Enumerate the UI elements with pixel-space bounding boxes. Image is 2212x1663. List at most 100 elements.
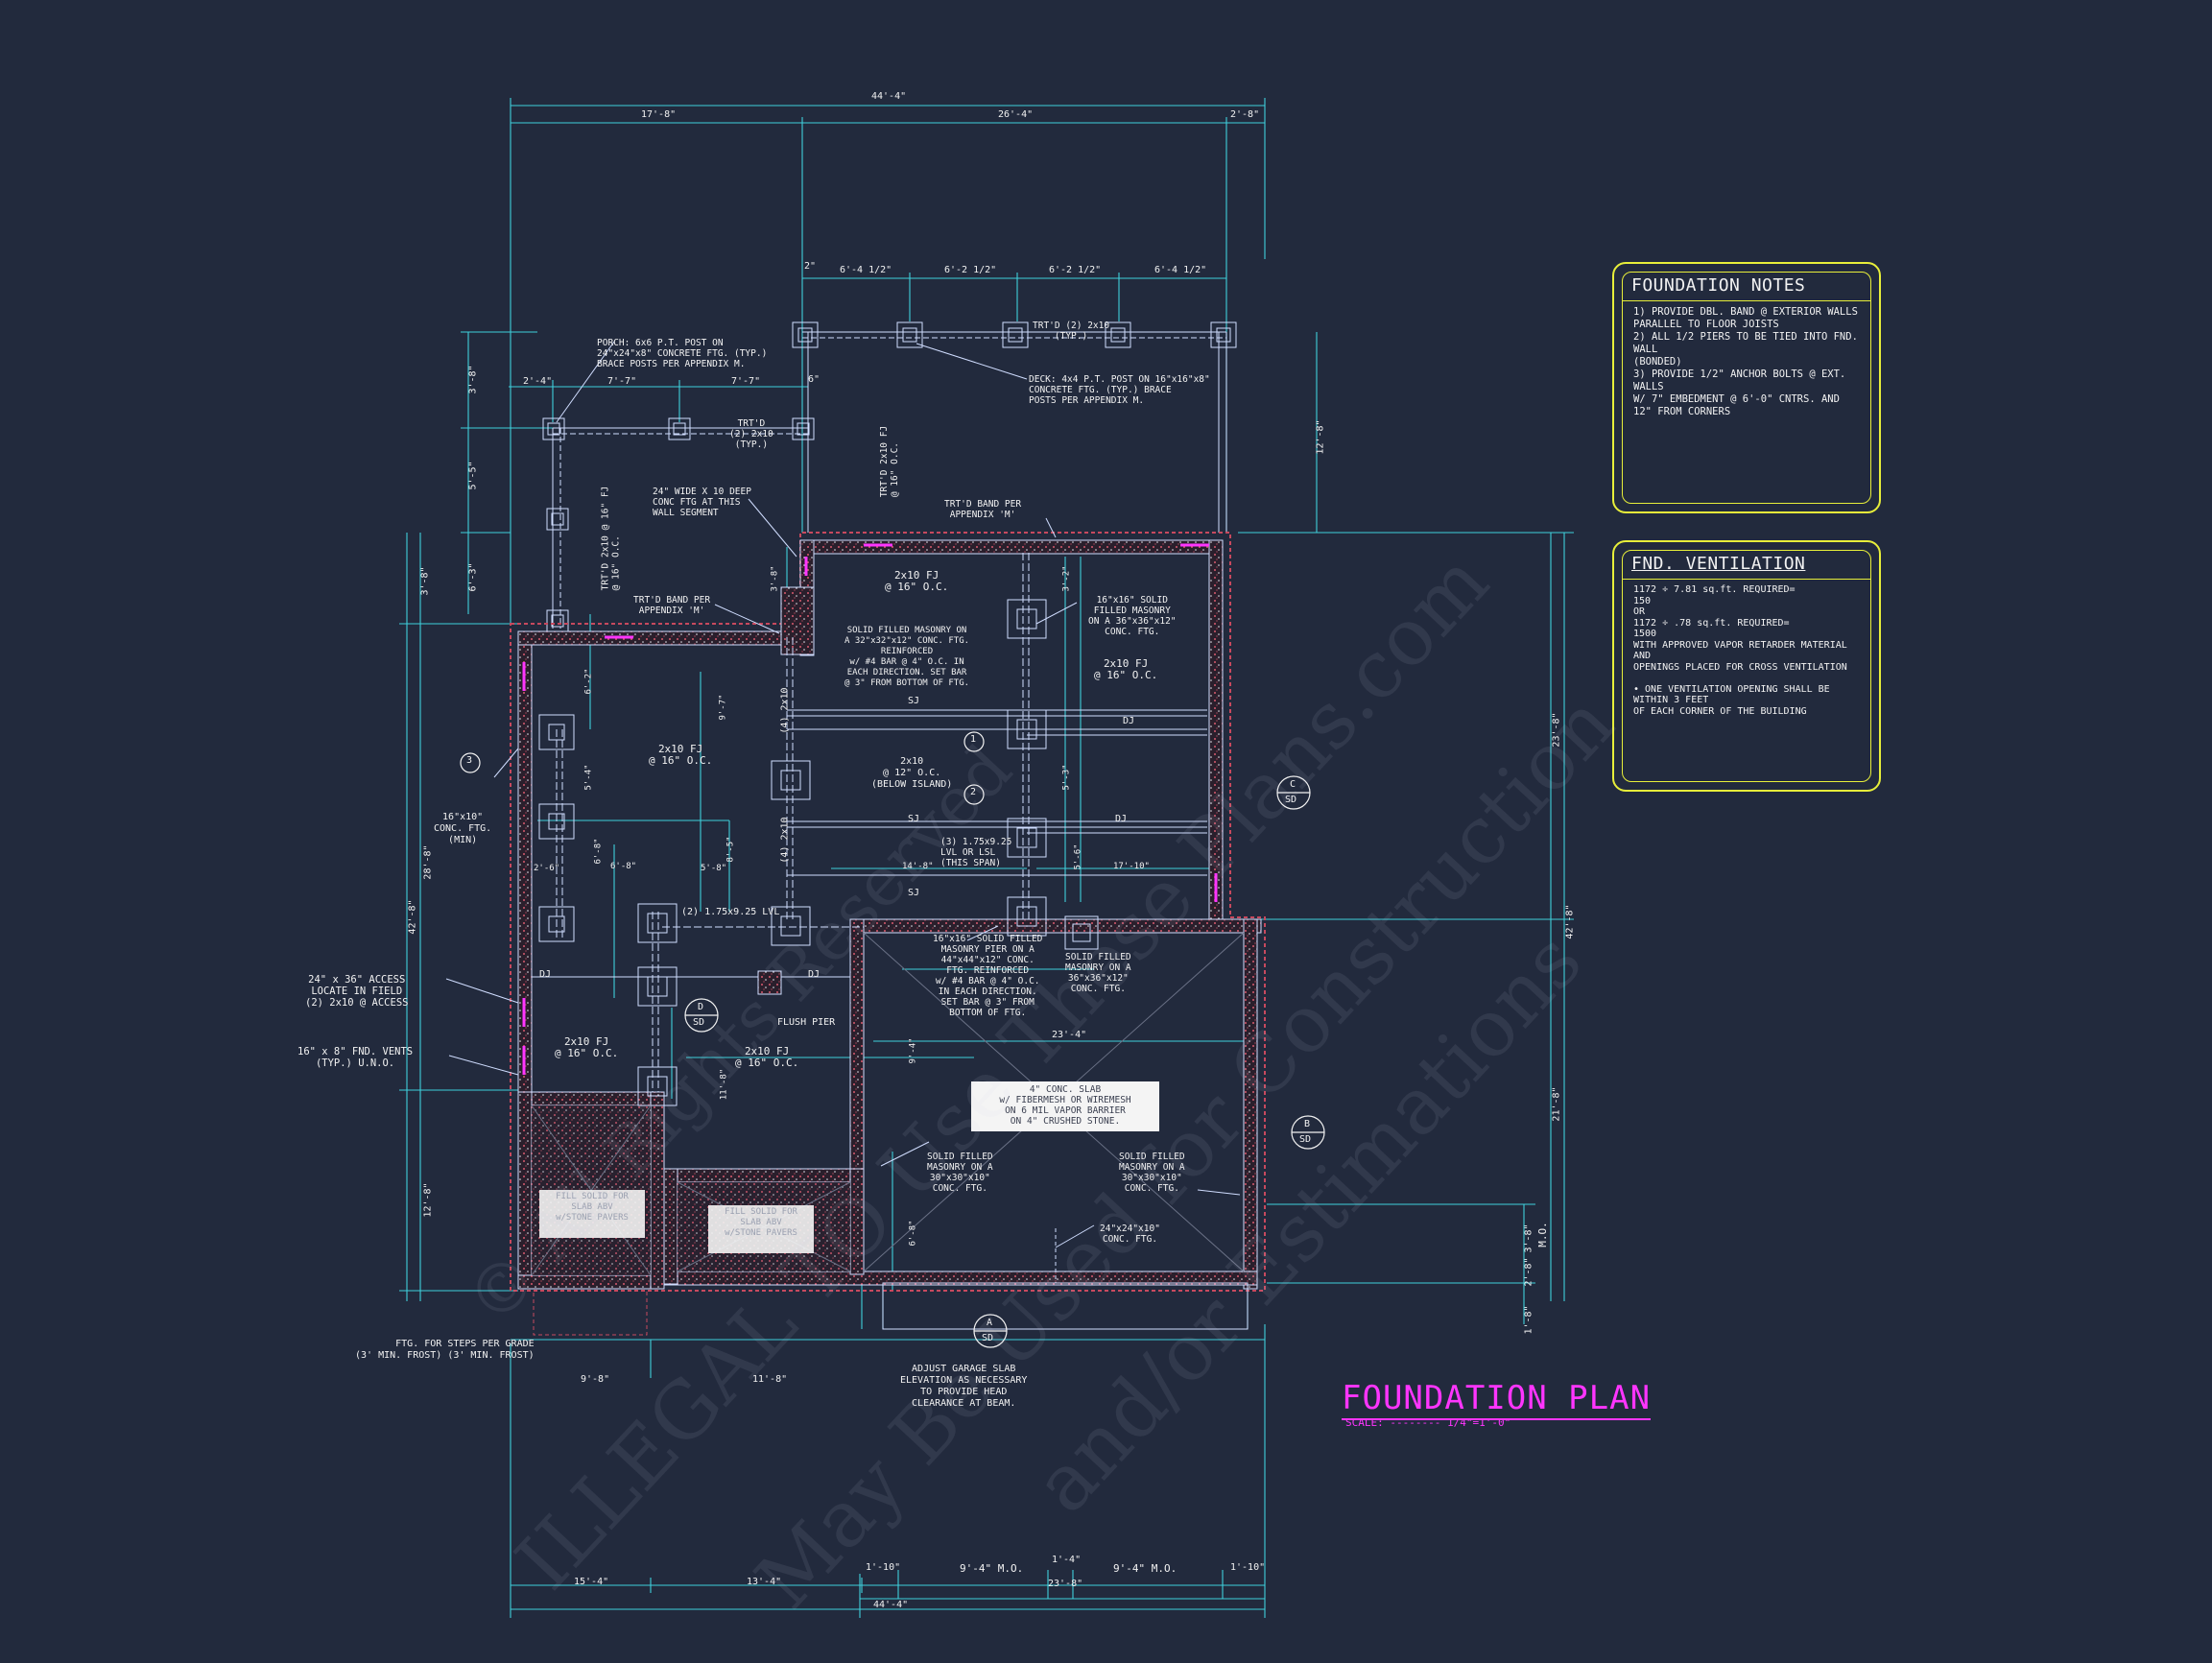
dim-bot-7: 9'-4" M.O.	[1113, 1562, 1177, 1575]
dim-bot-1: 15'-4"	[574, 1577, 609, 1587]
dim-left-f: 12'-8"	[422, 1182, 434, 1218]
label-solid-masonry-top: SOLID FILLED MASONRY ON A 32"x32"x12" CO…	[844, 626, 970, 688]
section-a-sheet: SD	[982, 1333, 994, 1343]
dim-right-overall: 42'-8"	[1564, 904, 1576, 939]
label-steps: FTG. FOR STEPS PER GRADE (3' MIN. FROST)…	[355, 1339, 535, 1361]
label-flush-pier: FLUSH PIER	[777, 1017, 836, 1028]
label-beam-a: (4) 2x10	[779, 687, 791, 734]
label-lvl-2: (2) 1.75x9.25 LVL	[681, 907, 780, 917]
callout-3: 3	[466, 755, 473, 766]
label-deck-post: DECK: 4x4 P.T. POST ON 16"x16"x8" CONCRE…	[1029, 374, 1210, 406]
dim-deck-d: 6'-4 1/2"	[1154, 265, 1207, 275]
dim-right-e: 1'-8"	[1523, 1305, 1534, 1335]
plan-title: FOUNDATION PLAN	[1342, 1379, 1652, 1420]
dim-int-6: 8'-5"	[725, 836, 736, 863]
label-trtd-vert-a: TRT'D 2x10 FJ @ 16" O.C.	[879, 425, 901, 498]
label-vents: 16" x 8" FND. VENTS (TYP.) U.N.O.	[297, 1046, 414, 1069]
dim-porch-c: 7'-7"	[731, 376, 761, 387]
dim-deck-a: 6'-4 1/2"	[840, 265, 892, 275]
dim-int-12: 5'-3"	[1061, 764, 1072, 791]
label-trtd-vert-b: TRT'D 2x10 @ 16" FJ @ 16" O.C.	[600, 486, 622, 591]
dim-deck-b: 6'-2 1/2"	[944, 265, 997, 275]
label-masonry-36: SOLID FILLED MASONRY ON A 36"x36"x12" CO…	[1065, 952, 1131, 994]
dim-int-3: 6'-8"	[610, 862, 637, 871]
dim-top-left: 17'-8"	[641, 109, 677, 120]
fill-note-box-b	[708, 1205, 814, 1253]
dim-int-16: 6'-8"	[908, 1220, 918, 1247]
interior-framing	[445, 341, 1249, 1336]
section-c-sheet: SD	[1285, 795, 1297, 805]
label-fj-top: 2x10 FJ @ 16" O.C.	[885, 569, 949, 593]
label-fill-b: FILL SOLID FOR SLAB ABV w/STONE PAVERS	[725, 1207, 797, 1238]
foundation-notes-title: FOUNDATION NOTES	[1631, 275, 1806, 296]
dim-right-d: 2'-8"	[1523, 1257, 1534, 1287]
dim-left-c: 6'-3"	[467, 562, 479, 592]
dim-mo-right: M.O.	[1535, 1222, 1549, 1247]
label-dj-4: DJ	[808, 969, 821, 980]
label-fj-bottom: 2x10 FJ @ 16" O.C.	[735, 1045, 799, 1069]
label-fj-right: 2x10 FJ @ 16" O.C.	[1094, 657, 1158, 681]
dimension-lines	[399, 98, 1574, 1618]
dim-int-17: 5'-6"	[1073, 843, 1083, 870]
label-porch-post: PORCH: 6x6 P.T. POST ON 24"x24"x8" CONCR…	[597, 338, 768, 369]
dim-bot-8: 1'-10"	[1230, 1562, 1266, 1573]
label-sj-1: SJ	[908, 696, 920, 706]
ventilation-title: FND. VENTILATION	[1631, 554, 1806, 574]
foundation-notes-panel: FOUNDATION NOTES 1) PROVIDE DBL. BAND @ …	[1612, 262, 1881, 513]
dim-porch-a: 2'-4"	[523, 376, 553, 387]
plan-scale: SCALE: -------- 1/4"=1'-0"	[1345, 1416, 1511, 1429]
dim-bot-4: 1'-10"	[866, 1562, 901, 1573]
label-pier-16: 16"x16" SOLID FILLED MASONRY ON A 36"x36…	[1088, 595, 1177, 637]
label-fj-island: 2x10 @ 12" O.C. (BELOW ISLAND)	[871, 756, 953, 790]
dim-right-c: 3'-8"	[1523, 1223, 1534, 1253]
section-c-letter: C	[1290, 779, 1296, 790]
dim-right-b: 21'-8"	[1551, 1086, 1562, 1122]
dim-int-11: 3'-2"	[1061, 565, 1072, 592]
dim-int-1: 14'-8"	[902, 862, 934, 871]
dim-int-13: 6'-8"	[593, 838, 604, 865]
label-conc-ftg: 16"x10" CONC. FTG. (MIN)	[434, 812, 492, 845]
label-dj-1: DJ	[1123, 716, 1135, 726]
label-masonry-left: SOLID FILLED MASONRY ON A 30"x30"x10" CO…	[927, 1152, 993, 1194]
label-band-right: TRT'D BAND PER APPENDIX 'M'	[944, 499, 1022, 520]
dim-left-d: 3'-8"	[419, 566, 431, 596]
dim-bot-3: 23'-8"	[1048, 1579, 1083, 1589]
foundation-notes-rule	[1622, 300, 1871, 301]
ventilation-frame	[1622, 550, 1871, 782]
label-trtd-top: TRT'D (2) 2x10 (TYP.)	[1033, 321, 1110, 342]
dim-int-2: 17'-10"	[1113, 862, 1150, 871]
dim-bot-6: 1'-4"	[1052, 1555, 1082, 1565]
label-masonry-right: SOLID FILLED MASONRY ON A 30"x30"x10" CO…	[1119, 1152, 1185, 1194]
fill-note-box-a	[539, 1190, 645, 1238]
label-fj-bottom-left: 2x10 FJ @ 16" O.C.	[555, 1035, 619, 1059]
dim-top-right: 2'-8"	[1230, 109, 1260, 120]
dim-bot-5: 9'-4" M.O.	[960, 1562, 1024, 1575]
callout-1: 1	[970, 734, 977, 745]
section-b-letter: B	[1304, 1119, 1311, 1129]
callout-2: 2	[970, 787, 977, 797]
dim-deck-2: 2"	[804, 261, 817, 272]
callout-circles	[460, 731, 1325, 1348]
porch-framing	[542, 417, 815, 632]
dim-int-14: 11'-8"	[719, 1068, 729, 1101]
dim-int-8: 6'-2"	[583, 668, 594, 695]
label-access: 24" x 36" ACCESS LOCATE IN FIELD (2) 2x1…	[305, 974, 409, 1009]
dim-porch-b: 7'-7"	[607, 376, 637, 387]
dim-right-a: 23'-8"	[1551, 712, 1562, 748]
section-b-sheet: SD	[1299, 1134, 1312, 1145]
label-pier-44: 16"x16" SOLID FILLED MASONRY PIER ON A 4…	[933, 934, 1043, 1018]
label-lvl: (3) 1.75x9.25 LVL OR LSL (THIS SPAN)	[940, 837, 1012, 868]
foundation-notes-body: 1) PROVIDE DBL. BAND @ EXTERIOR WALLS PA…	[1633, 306, 1858, 417]
dim-right-deck: 12'-8"	[1315, 419, 1326, 455]
dim-int-5: 2'-6"	[534, 864, 560, 873]
dim-left-e: 28'-8"	[422, 844, 434, 880]
dim-bot-a1: 9'-8"	[581, 1374, 610, 1385]
label-fill-a: FILL SOLID FOR SLAB ABV w/STONE PAVERS	[556, 1192, 629, 1223]
label-trtd-porch: TRT'D (2) 2x10 (TYP.)	[729, 418, 773, 450]
label-beam-b: (4) 2x10	[779, 817, 791, 864]
dim-top-mid: 26'-4"	[998, 109, 1034, 120]
label-sj-3: SJ	[908, 888, 920, 898]
